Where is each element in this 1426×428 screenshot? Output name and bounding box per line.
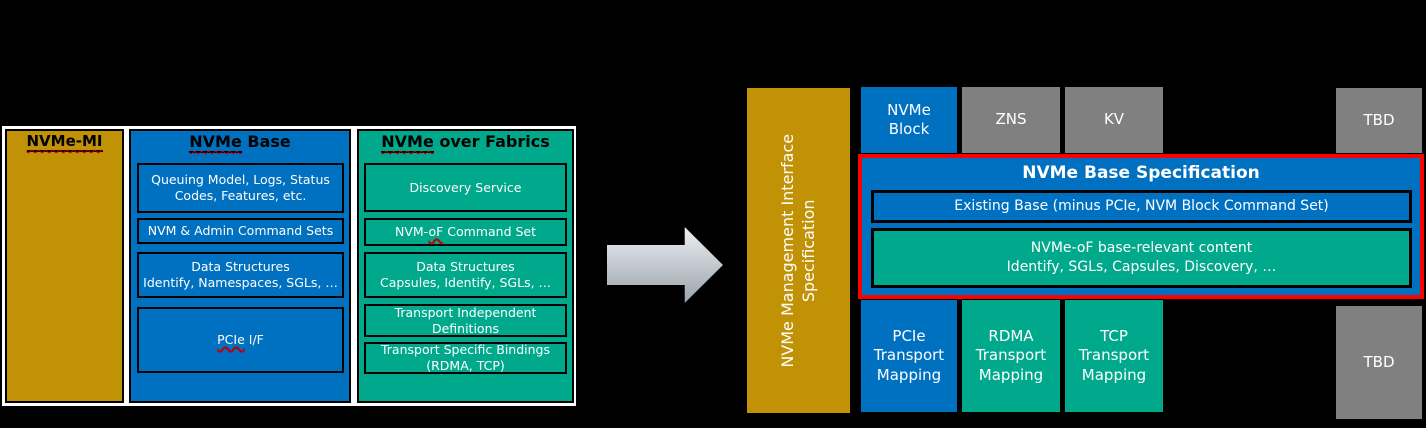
- box-nvmof-command-set: NVM-oF Command Set: [364, 218, 567, 246]
- mi-specification-bar-label: NVMe Management Interface Specification: [777, 133, 818, 368]
- box-tbd-top: TBD: [1336, 88, 1422, 153]
- box-rdma-transport-mapping: RDMA Transport Mapping: [962, 300, 1060, 412]
- box-transport-independent: Transport Independent Definitions: [364, 304, 567, 337]
- box-data-structures-fabrics: Data Structures Capsules, Identify, SGLs…: [364, 252, 567, 298]
- column-nvme-over-fabrics-title: NVMe over Fabrics: [381, 132, 550, 153]
- nvme-base-specification-box: NVMe Base Specification Existing Base (m…: [858, 154, 1424, 299]
- nvme-base-specification-title: NVMe Base Specification: [1022, 163, 1260, 183]
- box-transport-specific: Transport Specific Bindings (RDMA, TCP): [364, 342, 567, 374]
- right-arrow-icon: [607, 227, 723, 303]
- box-nvme-block: NVMe Block: [861, 87, 957, 153]
- box-tcp-transport-mapping: TCP Transport Mapping: [1065, 300, 1163, 412]
- box-kv: KV: [1065, 87, 1163, 153]
- column-nvme-mi: [5, 129, 124, 403]
- nvme-mi-label: NVMe-MI: [26, 132, 103, 152]
- box-pcie-transport-mapping: PCIe Transport Mapping: [861, 300, 957, 412]
- nvme-of-label: NVMe: [381, 132, 434, 153]
- box-discovery-service: Discovery Service: [364, 163, 567, 212]
- column-nvme-mi-title: NVMe-MI: [5, 132, 124, 152]
- box-command-sets: NVM & Admin Command Sets: [137, 218, 344, 244]
- nvme-base-label: NVMe: [189, 132, 242, 153]
- box-nvmeof-base-content: NVMe-oF base-relevant content Identify, …: [871, 228, 1412, 288]
- mi-specification-bar: NVMe Management Interface Specification: [747, 88, 850, 413]
- column-nvme-base-title: NVMe Base: [189, 132, 291, 153]
- box-existing-base: Existing Base (minus PCIe, NVM Block Com…: [871, 190, 1412, 223]
- box-data-structures-base: Data Structures Identify, Namespaces, SG…: [137, 252, 344, 298]
- box-tbd-bottom: TBD: [1336, 306, 1422, 419]
- box-queuing-model: Queuing Model, Logs, Status Codes, Featu…: [137, 163, 344, 213]
- box-zns: ZNS: [962, 87, 1060, 153]
- box-pcie-if: PCIe I/F: [137, 307, 344, 373]
